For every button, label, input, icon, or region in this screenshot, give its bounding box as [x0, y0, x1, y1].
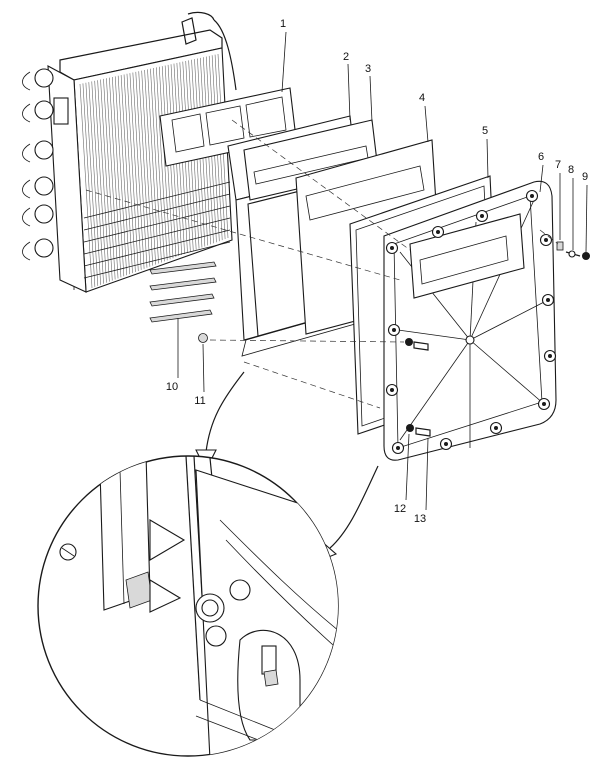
- callout-label-8: 8: [568, 164, 574, 176]
- callout-label-12: 12: [394, 503, 406, 515]
- callout-leader-9: [585, 184, 588, 253]
- fasteners-7-8-9: [556, 241, 590, 260]
- fastener-11: [198, 333, 208, 343]
- fastener-12-13: [405, 338, 431, 437]
- callout-label-10: 10: [166, 381, 178, 393]
- callout-label-3: 3: [365, 63, 371, 75]
- callout-label-2: 2: [343, 51, 349, 63]
- callout-leader-4: [424, 105, 429, 143]
- callout-leader-1: [281, 31, 287, 93]
- callout-leader-11: [202, 343, 205, 393]
- callout-leader-13: [425, 437, 429, 511]
- callout-label-4: 4: [419, 92, 425, 104]
- callout-label-1: 1: [280, 18, 286, 30]
- callout-label-7: 7: [555, 159, 561, 171]
- callout-leader-2: [347, 63, 351, 121]
- callout-label-5: 5: [482, 125, 488, 137]
- callout-leader-5: [486, 138, 489, 179]
- callout-leader-3: [369, 75, 373, 123]
- callout-label-11: 11: [194, 395, 205, 407]
- callout-leader-6: [539, 164, 544, 193]
- radiator-core: [22, 11, 237, 323]
- detail-magnifier: [37, 455, 339, 757]
- callout-label-13: 13: [414, 513, 426, 525]
- alignment-lines: [85, 119, 559, 409]
- callout-leader-12: [405, 433, 410, 501]
- curved-arrow-left: [195, 371, 245, 472]
- part-6-cover: [383, 180, 557, 461]
- callout-label-9: 9: [582, 171, 588, 183]
- callout-label-6: 6: [538, 151, 544, 163]
